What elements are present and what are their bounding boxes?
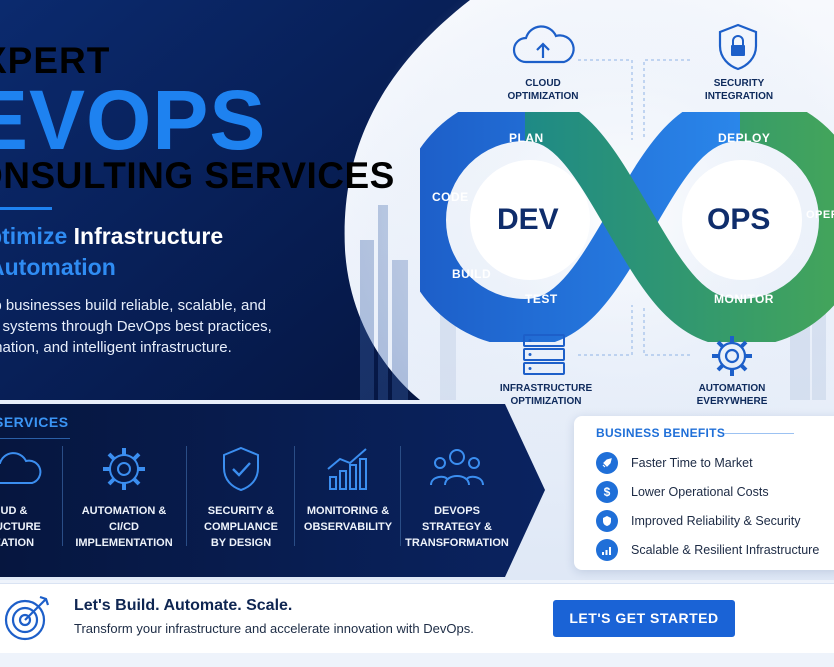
feature-automation-everywhere: AUTOMATION EVERYWHERE <box>696 383 768 407</box>
benefits-title: BUSINESS BENEFITS <box>596 426 726 440</box>
connector-lines <box>578 59 690 356</box>
server-icon <box>523 334 565 375</box>
stage-test: TEST <box>525 292 558 306</box>
feature-security-integration: SECURITY INTEGRATION <box>704 78 774 102</box>
services-title: SERVICES <box>0 414 69 430</box>
gear-icon <box>712 336 752 376</box>
dev-label: DEV <box>497 203 559 236</box>
feature-infrastructure-optimization: INFRASTRUCTURE OPTIMIZATION <box>499 383 593 407</box>
service-label: AUTOMATION & CI/CD IMPLEMENTATION <box>75 505 173 549</box>
benefit-text: Lower Operational Costs <box>631 485 769 499</box>
shield-check-icon <box>223 446 259 492</box>
cloud-icon <box>0 452 42 484</box>
shield-icon <box>596 510 618 532</box>
hero-title-line1: XPERT <box>0 40 111 81</box>
ops-label: OPS <box>707 203 771 236</box>
stage-plan: PLAN <box>509 131 544 145</box>
business-benefits-card: BUSINESS BENEFITS Faster Time to Market … <box>574 416 834 570</box>
subtitle-rest: Infrastructure <box>67 223 224 249</box>
rocket-icon <box>596 452 618 474</box>
service-divider <box>294 446 295 546</box>
stage-deploy: DEPLOY <box>718 131 771 145</box>
gear-icon <box>103 448 145 490</box>
cta-heading: Let's Build. Automate. Scale. <box>74 597 293 614</box>
service-monitoring[interactable]: MONITORING & OBSERVABILITY <box>296 445 400 535</box>
service-label: SECURITY & COMPLIANCE BY DESIGN <box>204 505 278 549</box>
benefit-item: Faster Time to Market <box>596 452 753 474</box>
growth-icon <box>596 539 618 561</box>
stage-operate: OPERA <box>806 209 834 221</box>
team-icon <box>430 449 484 486</box>
cloud-upload-icon <box>512 25 575 64</box>
service-cloud-infrastructure[interactable]: UD & RUCTURE ZATION <box>0 445 66 551</box>
hero-title-devops: EVOPS <box>0 73 267 167</box>
benefits-divider <box>724 433 794 434</box>
hero-description: lp businesses build reliable, scalable, … <box>0 297 272 356</box>
chart-icon <box>327 448 367 490</box>
services-divider <box>0 438 70 439</box>
dollar-icon: $ <box>596 481 618 503</box>
benefit-text: Scalable & Resilient Infrastructure <box>631 543 820 557</box>
stage-monitor: MONITOR <box>714 292 774 306</box>
lock-shield-icon <box>718 23 758 71</box>
service-divider <box>62 446 63 546</box>
benefit-text: Faster Time to Market <box>631 456 753 470</box>
hero-title-line3: ONSULTING SERVICES <box>0 155 395 196</box>
service-label: MONITORING & OBSERVABILITY <box>303 505 393 533</box>
hero-divider <box>0 207 52 210</box>
benefit-item: $ Lower Operational Costs <box>596 481 769 503</box>
feature-cloud-optimization: CLOUD OPTIMIZATION <box>507 78 579 102</box>
service-devops-strategy[interactable]: DEVOPS STRATEGY & TRANSFORMATION <box>405 445 509 551</box>
target-icon <box>4 595 50 641</box>
benefit-item: Improved Reliability & Security <box>596 510 801 532</box>
service-label: DEVOPS STRATEGY & TRANSFORMATION <box>405 505 509 549</box>
get-started-button[interactable]: LET'S GET STARTED <box>553 600 735 637</box>
benefit-text: Improved Reliability & Security <box>631 514 801 528</box>
stage-build: BUILD <box>452 267 492 281</box>
cta-subtext: Transform your infrastructure and accele… <box>74 621 474 636</box>
service-automation-cicd[interactable]: AUTOMATION & CI/CD IMPLEMENTATION <box>72 445 176 551</box>
stage-code: CODE <box>432 190 469 204</box>
service-label: UD & RUCTURE ZATION <box>0 505 41 549</box>
service-divider <box>400 446 401 546</box>
devops-infinity-loop <box>420 112 834 342</box>
hero-subtitle-line2: Automation <box>0 254 116 280</box>
benefit-item: Scalable & Resilient Infrastructure <box>596 539 819 561</box>
subtitle-highlight: ptimize <box>0 223 68 249</box>
hero-subtitle: ptimize Infrastructure <box>0 223 223 250</box>
service-divider <box>186 446 187 546</box>
service-security-compliance[interactable]: SECURITY & COMPLIANCE BY DESIGN <box>189 445 293 551</box>
